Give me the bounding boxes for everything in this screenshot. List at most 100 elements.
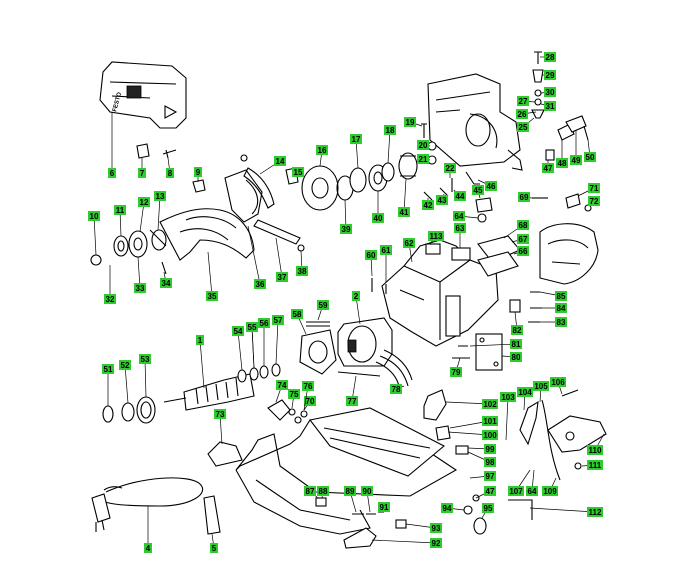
- callout-number: 8: [168, 169, 173, 178]
- callout-60: 60: [365, 250, 377, 277]
- callout-4: 4: [144, 506, 152, 553]
- callout-tag: [390, 384, 402, 394]
- callout-number: 57: [274, 316, 283, 325]
- callout-number: 40: [374, 214, 383, 223]
- callout-number: 110: [589, 446, 602, 455]
- callout-number: 112: [589, 508, 602, 517]
- callout-64: 64: [453, 211, 479, 221]
- callout-71: 71: [577, 183, 600, 197]
- callout-72: 72: [587, 196, 600, 207]
- callout-tag: [144, 543, 152, 553]
- callout-22: 22: [444, 163, 456, 178]
- callout-tag: [384, 125, 396, 135]
- callout-number: 19: [406, 118, 415, 127]
- callout-tag: [517, 387, 533, 397]
- callout-tag: [378, 502, 390, 512]
- callout-tag: [296, 266, 308, 276]
- callout-number: 47: [486, 487, 495, 496]
- callout-tag: [246, 322, 258, 332]
- callout-number: 42: [424, 201, 433, 210]
- callout-number: 94: [443, 504, 452, 513]
- callout-tag: [450, 367, 462, 377]
- callout-number: 102: [483, 400, 497, 409]
- callout-tag: [484, 457, 496, 467]
- callout-46: 46: [477, 179, 497, 191]
- callout-tag: [482, 399, 498, 409]
- callout-number: 106: [551, 378, 565, 387]
- callout-number: 30: [546, 88, 555, 97]
- callout-55: 55: [246, 322, 258, 369]
- callout-tag: [482, 503, 494, 513]
- callout-number: 21: [419, 155, 428, 164]
- callout-tag: [214, 409, 226, 419]
- callout-tag: [254, 279, 266, 289]
- callout-109: 109: [542, 477, 558, 496]
- callout-tag: [196, 335, 204, 345]
- callout-tag: [317, 486, 329, 496]
- callout-number: 62: [405, 239, 414, 248]
- callout-number: 43: [438, 196, 447, 205]
- callout-number: 16: [318, 146, 327, 155]
- callout-number: 59: [319, 301, 328, 310]
- callout-number: 93: [432, 524, 441, 533]
- callout-number: 10: [90, 212, 99, 221]
- callout-62: 62: [403, 238, 415, 263]
- callout-tag: [194, 167, 202, 177]
- callout-tag: [350, 134, 362, 144]
- callout-110: 110: [587, 433, 605, 455]
- callout-tag: [500, 392, 516, 402]
- callout-tag: [555, 303, 567, 313]
- callout-42: 42: [422, 198, 434, 210]
- callout-number: 2: [354, 292, 359, 301]
- callout-48: 48: [556, 140, 568, 168]
- callout-number: 22: [446, 164, 455, 173]
- callout-tag: [288, 389, 300, 399]
- callout-97: 97: [469, 471, 496, 481]
- callout-1: 1: [196, 335, 205, 389]
- callout-7: 7: [138, 158, 146, 178]
- callout-number: 32: [106, 295, 115, 304]
- leader-line: [93, 215, 97, 256]
- callout-tag: [588, 183, 600, 193]
- callout-tag: [428, 231, 444, 241]
- callout-tag: [588, 196, 600, 206]
- callout-number: 101: [483, 417, 497, 426]
- callout-111: 111: [581, 460, 603, 470]
- callout-104: 104: [517, 387, 533, 411]
- callout-number: 1: [198, 336, 203, 345]
- callout-tag: [417, 154, 429, 164]
- callout-number: 109: [543, 487, 557, 496]
- callout-tag: [484, 471, 496, 481]
- callout-tag: [372, 213, 384, 223]
- callout-tag: [441, 503, 453, 513]
- callout-number: 61: [382, 246, 391, 255]
- leader-line: [505, 396, 509, 441]
- callout-tag: [134, 283, 146, 293]
- callout-number: 18: [386, 126, 395, 135]
- callout-83: 83: [540, 317, 567, 327]
- callout-10: 10: [88, 211, 100, 256]
- callout-33: 33: [134, 256, 146, 293]
- leader-line: [387, 129, 391, 164]
- callout-106: 106: [550, 377, 566, 395]
- callout-number: 4: [146, 544, 151, 553]
- callout-number: 35: [208, 292, 217, 301]
- callout-number: 105: [534, 382, 548, 391]
- leader-line: [247, 225, 261, 285]
- callout-number: 34: [162, 279, 171, 288]
- callout-tag: [380, 245, 392, 255]
- callout-tag: [544, 70, 556, 80]
- callout-number: 98: [486, 458, 495, 467]
- callout-number: 52: [121, 361, 130, 370]
- callout-tag: [304, 486, 316, 496]
- callout-tag: [417, 140, 429, 150]
- callout-tag: [482, 430, 498, 440]
- callout-number: 13: [156, 192, 165, 201]
- callout-21: 21: [417, 154, 431, 164]
- callout-tag: [404, 117, 416, 127]
- callout-69: 69: [518, 192, 533, 202]
- callout-29: 29: [542, 70, 556, 80]
- callout-number: 111: [589, 461, 602, 470]
- callout-number: 9: [196, 168, 201, 177]
- callout-tag: [584, 152, 596, 162]
